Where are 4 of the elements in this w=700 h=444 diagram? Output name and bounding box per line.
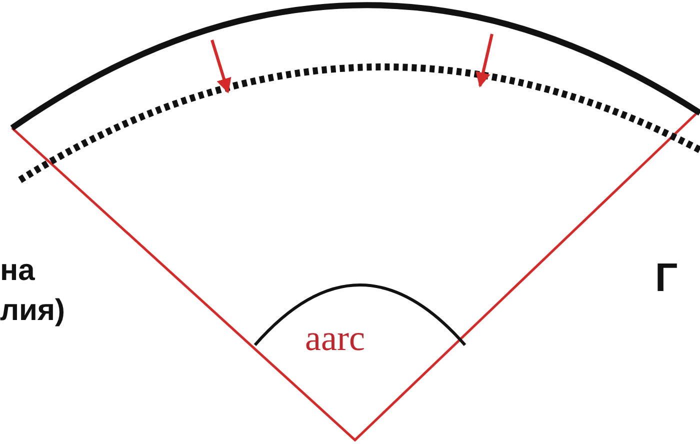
angle-label: aarc <box>305 320 365 356</box>
text-label: Г <box>655 258 678 298</box>
text-label: на <box>0 256 35 286</box>
text-label: лия) <box>0 296 65 326</box>
